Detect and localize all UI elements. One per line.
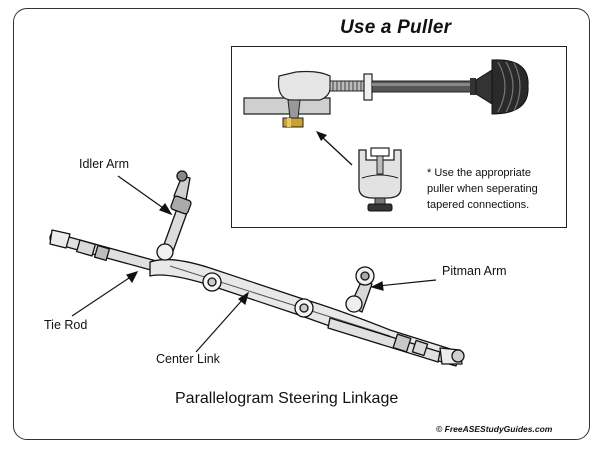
puller-note-line-1: * Use the appropriate bbox=[427, 167, 531, 179]
label-pitman-arm: Pitman Arm bbox=[442, 264, 507, 278]
copyright-notice: © FreeASEStudyGuides.com bbox=[436, 424, 553, 434]
label-idler-arm: Idler Arm bbox=[79, 157, 130, 171]
diagram-caption: Parallelogram Steering Linkage bbox=[175, 390, 399, 407]
label-center-link: Center Link bbox=[156, 352, 220, 366]
puller-note-line-2: puller when seperating bbox=[427, 183, 538, 195]
puller-note: * Use the appropriate puller when sepera… bbox=[427, 165, 562, 213]
steering-linkage bbox=[49, 170, 465, 367]
label-tie-rod: Tie Rod bbox=[44, 318, 88, 332]
puller-title: Use a Puller bbox=[340, 17, 452, 38]
diagram-frame bbox=[13, 8, 590, 440]
puller-note-line-3: tapered connections. bbox=[427, 199, 530, 211]
leader-lines bbox=[71, 175, 437, 353]
puller-detail-illustration bbox=[243, 59, 529, 212]
